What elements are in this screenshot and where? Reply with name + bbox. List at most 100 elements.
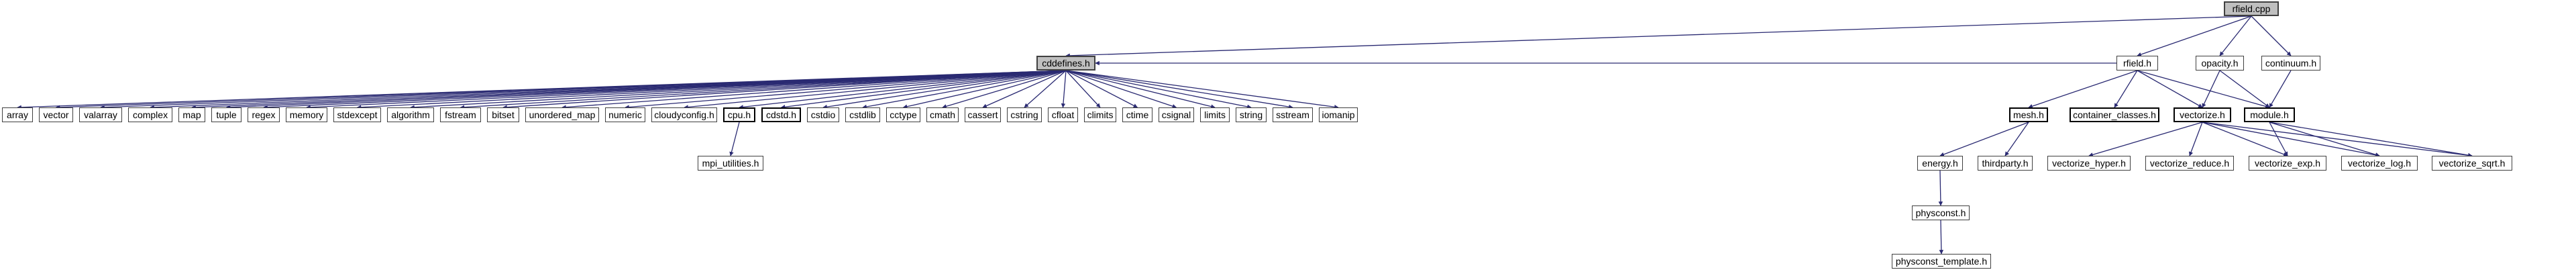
graph-node-cddefines_h[interactable]: cddefines.h: [1036, 56, 1095, 71]
graph-node-container_classes_h[interactable]: container_classes.h: [2070, 107, 2159, 122]
graph-edge: [862, 70, 1067, 109]
graph-node-vectorize_sqrt_h[interactable]: vectorize_sqrt.h: [2432, 156, 2512, 171]
graph-node-label: cstdlib: [849, 109, 876, 120]
graph-node-climits[interactable]: climits: [1084, 107, 1116, 122]
graph-node-cloudyconfig_h[interactable]: cloudyconfig.h: [651, 107, 717, 122]
graph-edge: [2202, 70, 2220, 108]
graph-node-energy_h[interactable]: energy.h: [1917, 156, 1963, 171]
graph-node-vectorize_h[interactable]: vectorize.h: [2174, 107, 2231, 122]
graph-edge: [780, 70, 1067, 109]
graph-node-bitset[interactable]: bitset: [487, 107, 519, 122]
graph-node-rfield_cpp[interactable]: rfield.cpp: [2224, 1, 2279, 16]
graph-node-vectorize_exp_h[interactable]: vectorize_exp.h: [2249, 156, 2326, 171]
graph-edge: [1065, 70, 1339, 109]
graph-edge: [1024, 70, 1067, 108]
graph-node-cassert[interactable]: cassert: [965, 107, 1001, 122]
graph-node-opacity_h[interactable]: opacity.h: [2196, 56, 2244, 71]
graph-node-label: map: [182, 109, 201, 120]
graph-node-label: cfloat: [1051, 109, 1075, 120]
graph-node-label: fstream: [445, 109, 476, 120]
graph-edge: [306, 70, 1067, 109]
graph-node-label: ctime: [1126, 109, 1149, 120]
graph-node-label: rfield.cpp: [2232, 3, 2271, 14]
graph-node-label: algorithm: [391, 109, 430, 120]
graph-node-cmath[interactable]: cmath: [926, 107, 959, 122]
graph-edge: [2028, 70, 2138, 109]
graph-node-cctype[interactable]: cctype: [886, 107, 920, 122]
graph-edge: [2219, 15, 2252, 56]
graph-node-cstdlib[interactable]: cstdlib: [845, 107, 880, 122]
graph-edge: [1938, 170, 1943, 206]
graph-node-vectorize_reduce_h[interactable]: vectorize_reduce.h: [2145, 156, 2234, 171]
graph-node-ctime[interactable]: ctime: [1122, 107, 1152, 122]
graph-node-module_h[interactable]: module.h: [2244, 107, 2295, 122]
graph-node-iomanip[interactable]: iomanip: [1319, 107, 1358, 122]
graph-node-vectorize_hyper_h[interactable]: vectorize_hyper.h: [2047, 156, 2131, 171]
graph-edge: [2269, 122, 2473, 158]
graph-node-label: energy.h: [1922, 158, 1958, 169]
graph-edge: [100, 70, 1067, 110]
graph-node-cdstd_h[interactable]: cdstd.h: [761, 107, 801, 122]
graph-node-label: sstream: [1276, 109, 1309, 120]
graph-node-csignal[interactable]: csignal: [1159, 107, 1194, 122]
graph-node-cstdio[interactable]: cstdio: [807, 107, 839, 122]
graph-node-unordered_map[interactable]: unordered_map: [525, 107, 599, 122]
graph-edge: [2269, 122, 2288, 156]
graph-node-continuum_h[interactable]: continuum.h: [2261, 56, 2320, 71]
graph-node-label: memory: [289, 109, 324, 120]
graph-node-vectorize_log_h[interactable]: vectorize_log.h: [2341, 156, 2418, 171]
graph-edge: [561, 70, 1067, 109]
graph-node-memory[interactable]: memory: [286, 107, 327, 122]
graph-edge: [150, 70, 1067, 110]
graph-node-cpu_h[interactable]: cpu.h: [723, 107, 755, 122]
graph-node-label: cctype: [890, 109, 917, 120]
graph-edge: [2189, 122, 2203, 156]
graph-node-label: mpi_utilities.h: [702, 158, 759, 169]
graph-node-label: physconst.h: [1915, 208, 1966, 218]
graph-edge: [2251, 15, 2292, 56]
graph-node-label: cpu.h: [727, 109, 751, 120]
graph-node-thirdparty_h[interactable]: thirdparty.h: [1978, 156, 2033, 171]
graph-node-numeric[interactable]: numeric: [605, 107, 645, 122]
graph-node-map[interactable]: map: [178, 107, 205, 122]
graph-node-label: vectorize_log.h: [2347, 158, 2412, 169]
graph-node-label: cmath: [929, 109, 956, 120]
graph-node-label: opacity.h: [2201, 58, 2239, 68]
graph-node-physconst_template_h[interactable]: physconst_template.h: [1892, 254, 1991, 269]
graph-node-label: vectorize.h: [2180, 109, 2225, 120]
graph-edge: [982, 70, 1067, 108]
graph-edge: [356, 70, 1067, 109]
graph-node-string[interactable]: string: [1236, 107, 1267, 122]
graph-node-vector[interactable]: vector: [39, 107, 73, 122]
graph-node-label: physconst_template.h: [1895, 256, 1988, 267]
graph-node-tuple[interactable]: tuple: [211, 107, 241, 122]
graph-node-physconst_h[interactable]: physconst.h: [1912, 205, 1970, 220]
graph-edge: [729, 122, 740, 156]
graph-node-regex[interactable]: regex: [248, 107, 280, 122]
graph-node-valarray[interactable]: valarray: [79, 107, 122, 122]
graph-node-limits[interactable]: limits: [1200, 107, 1230, 122]
graph-edge: [1939, 122, 2029, 156]
graph-node-fstream[interactable]: fstream: [440, 107, 481, 122]
graph-edge: [2137, 70, 2203, 108]
graph-edge: [225, 70, 1067, 109]
graph-node-sstream[interactable]: sstream: [1273, 107, 1313, 122]
graph-edge: [17, 70, 1067, 110]
graph-node-label: csignal: [1161, 109, 1191, 120]
graph-node-complex[interactable]: complex: [128, 107, 172, 122]
graph-edge: [2202, 122, 2473, 158]
graph-node-cstring[interactable]: cstring: [1007, 107, 1042, 122]
graph-edge: [1065, 70, 1216, 109]
graph-node-label: vectorize_sqrt.h: [2438, 158, 2506, 169]
graph-node-rfield_h[interactable]: rfield.h: [2116, 56, 2158, 71]
graph-node-array[interactable]: array: [2, 107, 33, 122]
graph-node-mpi_utilities_h[interactable]: mpi_utilities.h: [698, 156, 763, 171]
graph-node-algorithm[interactable]: algorithm: [387, 107, 434, 122]
graph-node-mesh_h[interactable]: mesh.h: [2009, 107, 2048, 122]
graph-node-label: vectorize_hyper.h: [2052, 158, 2126, 169]
graph-edge: [739, 70, 1067, 109]
graph-node-cfloat[interactable]: cfloat: [1048, 107, 1078, 122]
graph-node-label: climits: [1087, 109, 1114, 120]
graph-node-stdexcept[interactable]: stdexcept: [333, 107, 381, 122]
